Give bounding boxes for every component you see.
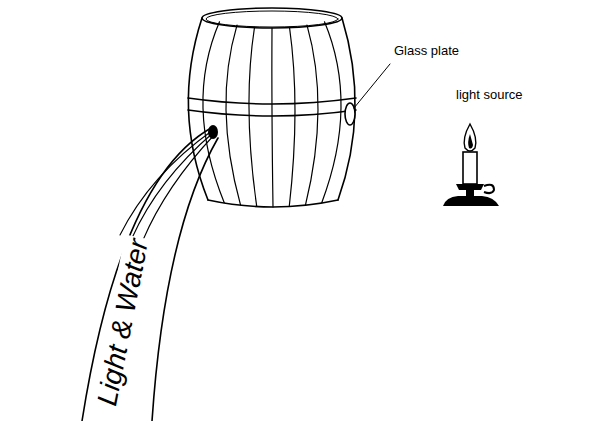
- glass-plate: [345, 103, 355, 125]
- stream-line: [143, 134, 215, 240]
- barrel-stave: [289, 27, 295, 206]
- leader-line: [354, 64, 390, 108]
- stream-edge: [82, 128, 211, 421]
- barrel-hoop: [188, 98, 356, 104]
- barrel-rim: [206, 11, 338, 27]
- barrel-stave: [272, 28, 273, 207]
- barrel-hole: [208, 125, 218, 139]
- stream-edge: [152, 138, 218, 421]
- part-label: Glass plate: [394, 44, 459, 58]
- candle: [443, 124, 499, 206]
- barrel-hoop: [188, 110, 356, 116]
- barrel-stave: [249, 27, 257, 206]
- part-label: light source: [456, 88, 522, 102]
- barrel-rim: [202, 8, 342, 28]
- barrel-side: [188, 18, 208, 200]
